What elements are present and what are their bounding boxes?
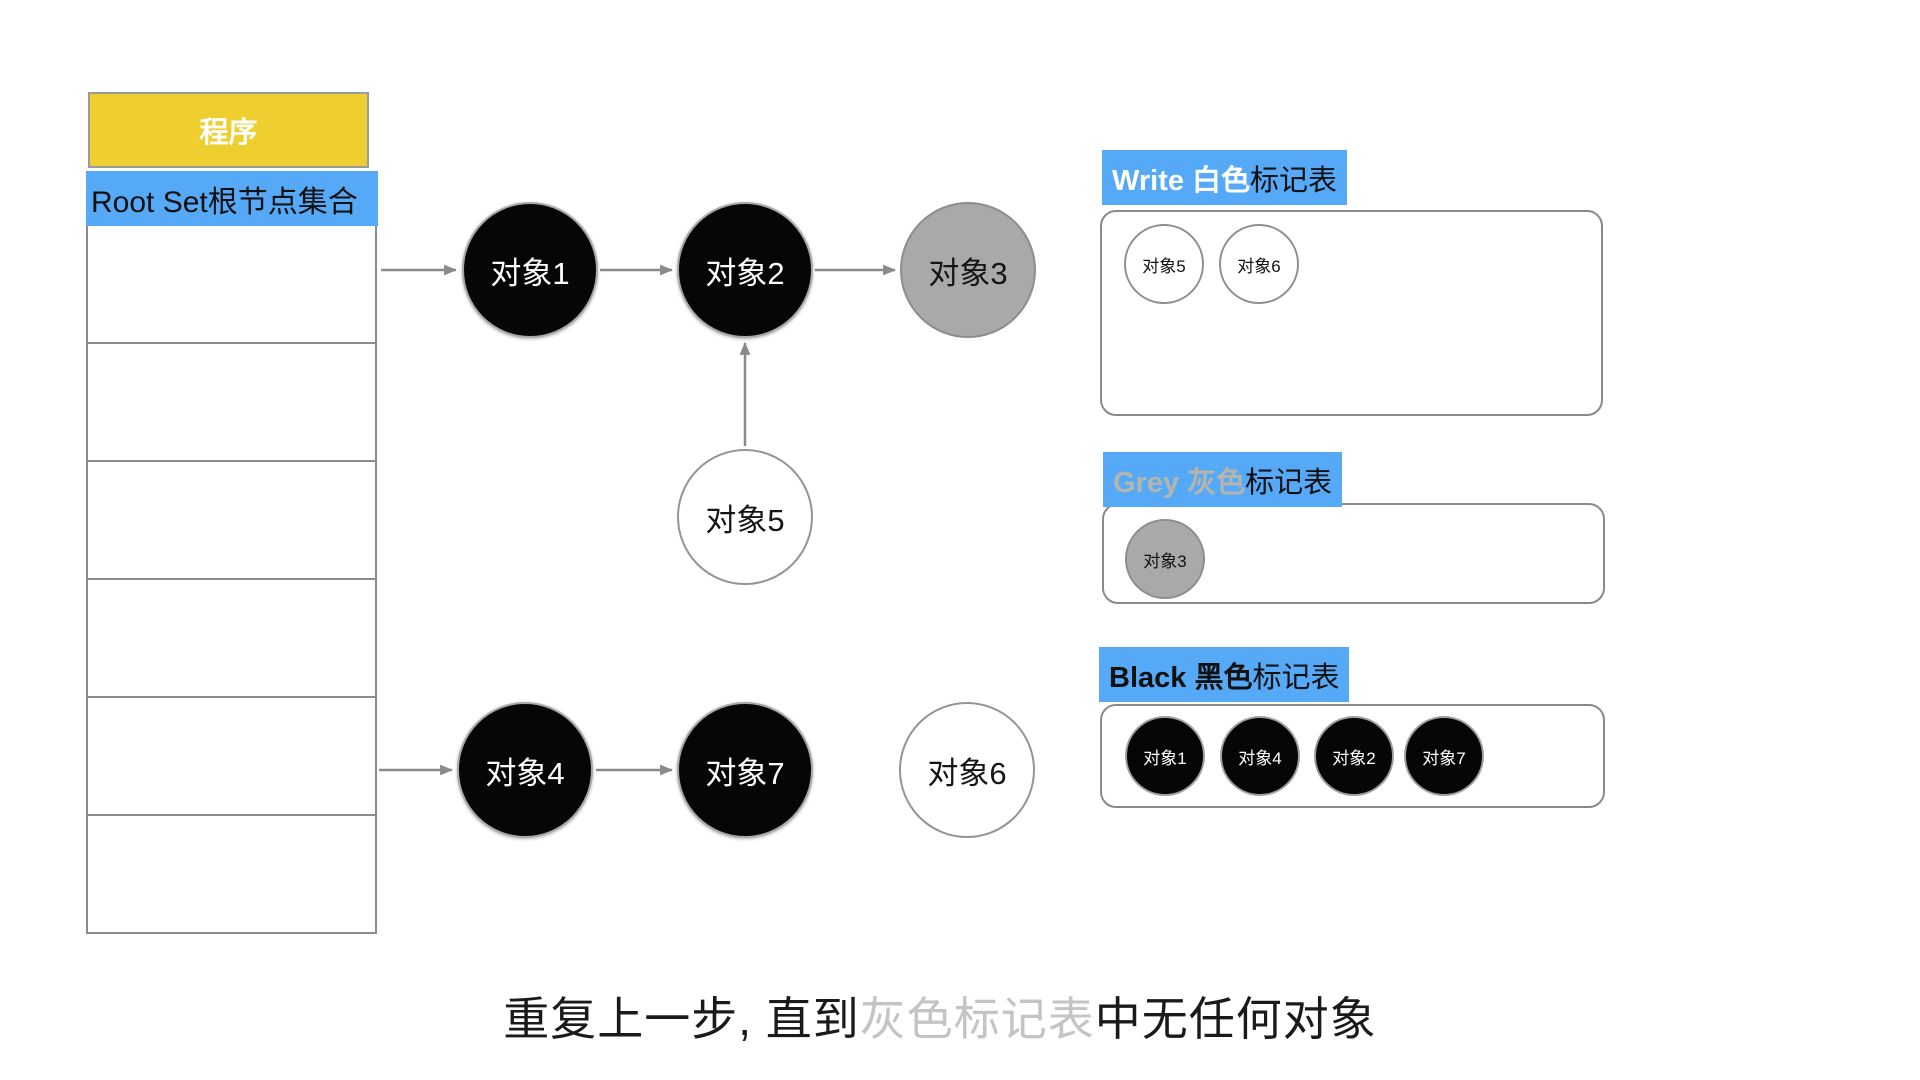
grey-table-title-strong: Grey 灰色 [1113,466,1246,499]
node-label: 对象1 [490,255,570,291]
black-table-title-strong: Black 黑色 [1109,661,1253,694]
node-obj5: 对象5 [677,449,813,585]
node-label: 对象6 [927,755,1007,791]
chip-label: 对象5 [1142,256,1186,276]
black-table-chip-obj7: 对象7 [1404,716,1484,796]
black-table-chip-obj1: 对象1 [1125,716,1205,796]
black-table-chip-obj4: 对象4 [1220,716,1300,796]
node-label: 对象2 [705,255,785,291]
white-table-label: Write 白色标记表 [1102,150,1348,205]
node-obj7: 对象7 [677,702,813,838]
root-set-header: Root Set根节点集合 [86,171,378,226]
black-table-chip-obj2: 对象2 [1314,716,1394,796]
memory-table [86,226,377,934]
program-label: 程序 [199,117,258,149]
memory-row [88,344,375,462]
node-obj4: 对象4 [457,702,593,838]
caption: 重复上一步, 直到灰色标记表中无任何对象 [0,983,1880,1049]
memory-row [88,580,375,698]
memory-row [88,698,375,816]
node-obj6: 对象6 [899,702,1035,838]
chip-label: 对象4 [1238,748,1282,768]
memory-row [88,226,375,344]
root-set-label: Root Set根节点集合 [91,185,358,219]
memory-row [88,816,375,932]
black-table-label: Black 黑色标记表 [1099,647,1350,702]
white-table-title-strong: Write 白色 [1112,164,1251,197]
grey-table-title-rest: 标记表 [1245,466,1333,499]
black-table-box: 对象1 对象4 对象2 对象7 [1100,704,1605,808]
white-table-chip-obj5: 对象5 [1124,224,1204,304]
chip-label: 对象7 [1422,748,1466,768]
chip-label: 对象6 [1237,256,1281,276]
node-obj3: 对象3 [900,202,1036,338]
black-table-title-rest: 标记表 [1252,661,1340,694]
white-table-box: 对象5 对象6 [1100,210,1603,416]
memory-row [88,462,375,580]
chip-label: 对象1 [1143,748,1187,768]
white-table-chip-obj6: 对象6 [1219,224,1299,304]
node-label: 对象3 [928,255,1008,291]
node-obj2: 对象2 [677,202,813,338]
chip-label: 对象2 [1332,748,1376,768]
node-label: 对象4 [485,755,565,791]
node-label: 对象7 [705,755,785,791]
caption-prefix: 重复上一步, 直到 [503,993,860,1045]
white-table-title-rest: 标记表 [1250,164,1338,197]
node-label: 对象5 [705,502,785,538]
caption-highlight: 灰色标记表 [859,993,1095,1045]
program-box: 程序 [88,92,369,168]
chip-label: 对象3 [1143,551,1187,571]
grey-table-label: Grey 灰色标记表 [1103,452,1343,507]
grey-table-box: 对象3 [1102,503,1605,604]
grey-table-chip-obj3: 对象3 [1125,519,1205,599]
node-obj1: 对象1 [462,202,598,338]
caption-suffix: 中无任何对象 [1094,993,1377,1045]
